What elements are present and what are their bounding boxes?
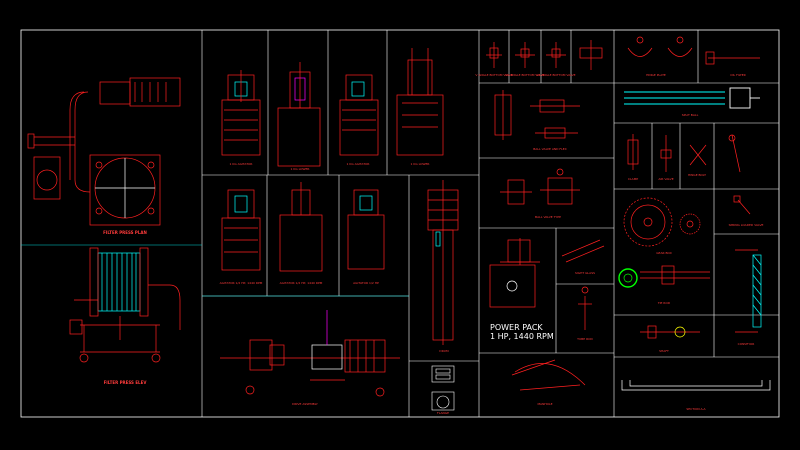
label-clamp: CLAMP xyxy=(628,177,638,181)
filter-press-plan[interactable] xyxy=(27,77,181,226)
label-flange: FLANGE xyxy=(437,411,449,415)
small-parts[interactable] xyxy=(431,365,455,411)
label-conveyor: CONVEYOR xyxy=(738,342,755,346)
filter-press-plan-title: FILTER PRESS PLAN xyxy=(103,230,147,235)
hinge-plate[interactable] xyxy=(627,36,693,57)
label-ball-valve: BALL VALVE AND FLEX xyxy=(533,147,566,151)
filter-press-elev[interactable] xyxy=(69,247,181,363)
label-cell-b1: AGITATOR 1/2 HP, 1440 RPM xyxy=(220,281,263,285)
label-split: SPLIT BALL xyxy=(682,113,699,117)
label-manhole: MANHOLE xyxy=(537,402,552,406)
agitator-row-2[interactable] xyxy=(221,182,385,272)
oil-filter-icon[interactable] xyxy=(705,51,760,65)
tie-rod[interactable] xyxy=(618,265,710,288)
conveyor-assembly[interactable] xyxy=(735,249,762,333)
drawing-frame xyxy=(20,29,780,418)
label-valve2: V2 ANGLE BOTTOM VALVE xyxy=(505,73,544,77)
label-shaft: SHAFT xyxy=(659,349,669,353)
manhole[interactable] xyxy=(511,359,586,391)
label-ball-valve-type: BALL VALVE TYPE xyxy=(535,215,561,219)
label-spring: SPRING LOADED VALVE xyxy=(729,223,764,227)
label-cell-b2: AGITATOR 1/2 HP, 1440 RPM xyxy=(280,281,323,285)
spring-part[interactable] xyxy=(733,195,751,215)
valve-row[interactable] xyxy=(486,40,603,70)
drive-assembly[interactable] xyxy=(220,310,400,397)
label-cell-a1: 1 KG AGITATOR xyxy=(229,162,252,166)
label-section: SECTION A-A xyxy=(686,407,706,411)
heater-element[interactable] xyxy=(624,87,760,109)
label-sight: SIGHT GLASS xyxy=(575,271,595,275)
label-hinge: HINGE PLATE xyxy=(646,73,666,77)
label-cell-a3: 1 KG AGITATOR xyxy=(346,162,369,166)
label-valve3: V3 ANGLE BOTTOM VALVE xyxy=(536,73,575,77)
label-cell-a4: 1 KG LOWER xyxy=(411,162,430,166)
small-parts-row[interactable] xyxy=(627,134,741,173)
label-oil-filter: OIL FILTER xyxy=(730,73,746,77)
power-pack-title: POWER PACK xyxy=(490,323,543,332)
label-air-valve: AIR VALVE xyxy=(658,177,673,181)
filter-press-elev-title: FILTER PRESS ELEV xyxy=(104,380,148,385)
tall-column-elevation[interactable] xyxy=(427,180,459,345)
ball-valve[interactable] xyxy=(494,90,580,140)
label-valve1: V ANGLE BOTTOM VALVE xyxy=(475,73,512,77)
label-cell-b3: AGITATOR 1/2 HP xyxy=(353,281,379,285)
label-tube: TUBE ROD xyxy=(576,337,593,341)
label-gear: GEAR BOX xyxy=(656,251,672,255)
agitator-row-1[interactable] xyxy=(221,48,444,167)
label-cell-a2: 1 KG LOWER xyxy=(291,167,310,171)
label-hinge2: HINGE BOLT xyxy=(688,173,706,177)
label-tie-rod: TIE ROD xyxy=(657,301,671,305)
cyan-dividers xyxy=(21,244,409,297)
sight-glass[interactable] xyxy=(561,239,605,330)
power-pack-spec: 1 HP, 1440 RPM xyxy=(490,332,554,341)
ball-valve-type[interactable] xyxy=(500,168,580,205)
label-drive: DRIVE ASSEMBLY xyxy=(292,402,318,406)
gear-set[interactable] xyxy=(623,197,701,247)
spring-loaded-valve[interactable] xyxy=(640,325,700,339)
section-tray[interactable] xyxy=(621,380,771,391)
power-pack[interactable] xyxy=(489,238,540,308)
label-drum: DRUM xyxy=(439,349,449,353)
